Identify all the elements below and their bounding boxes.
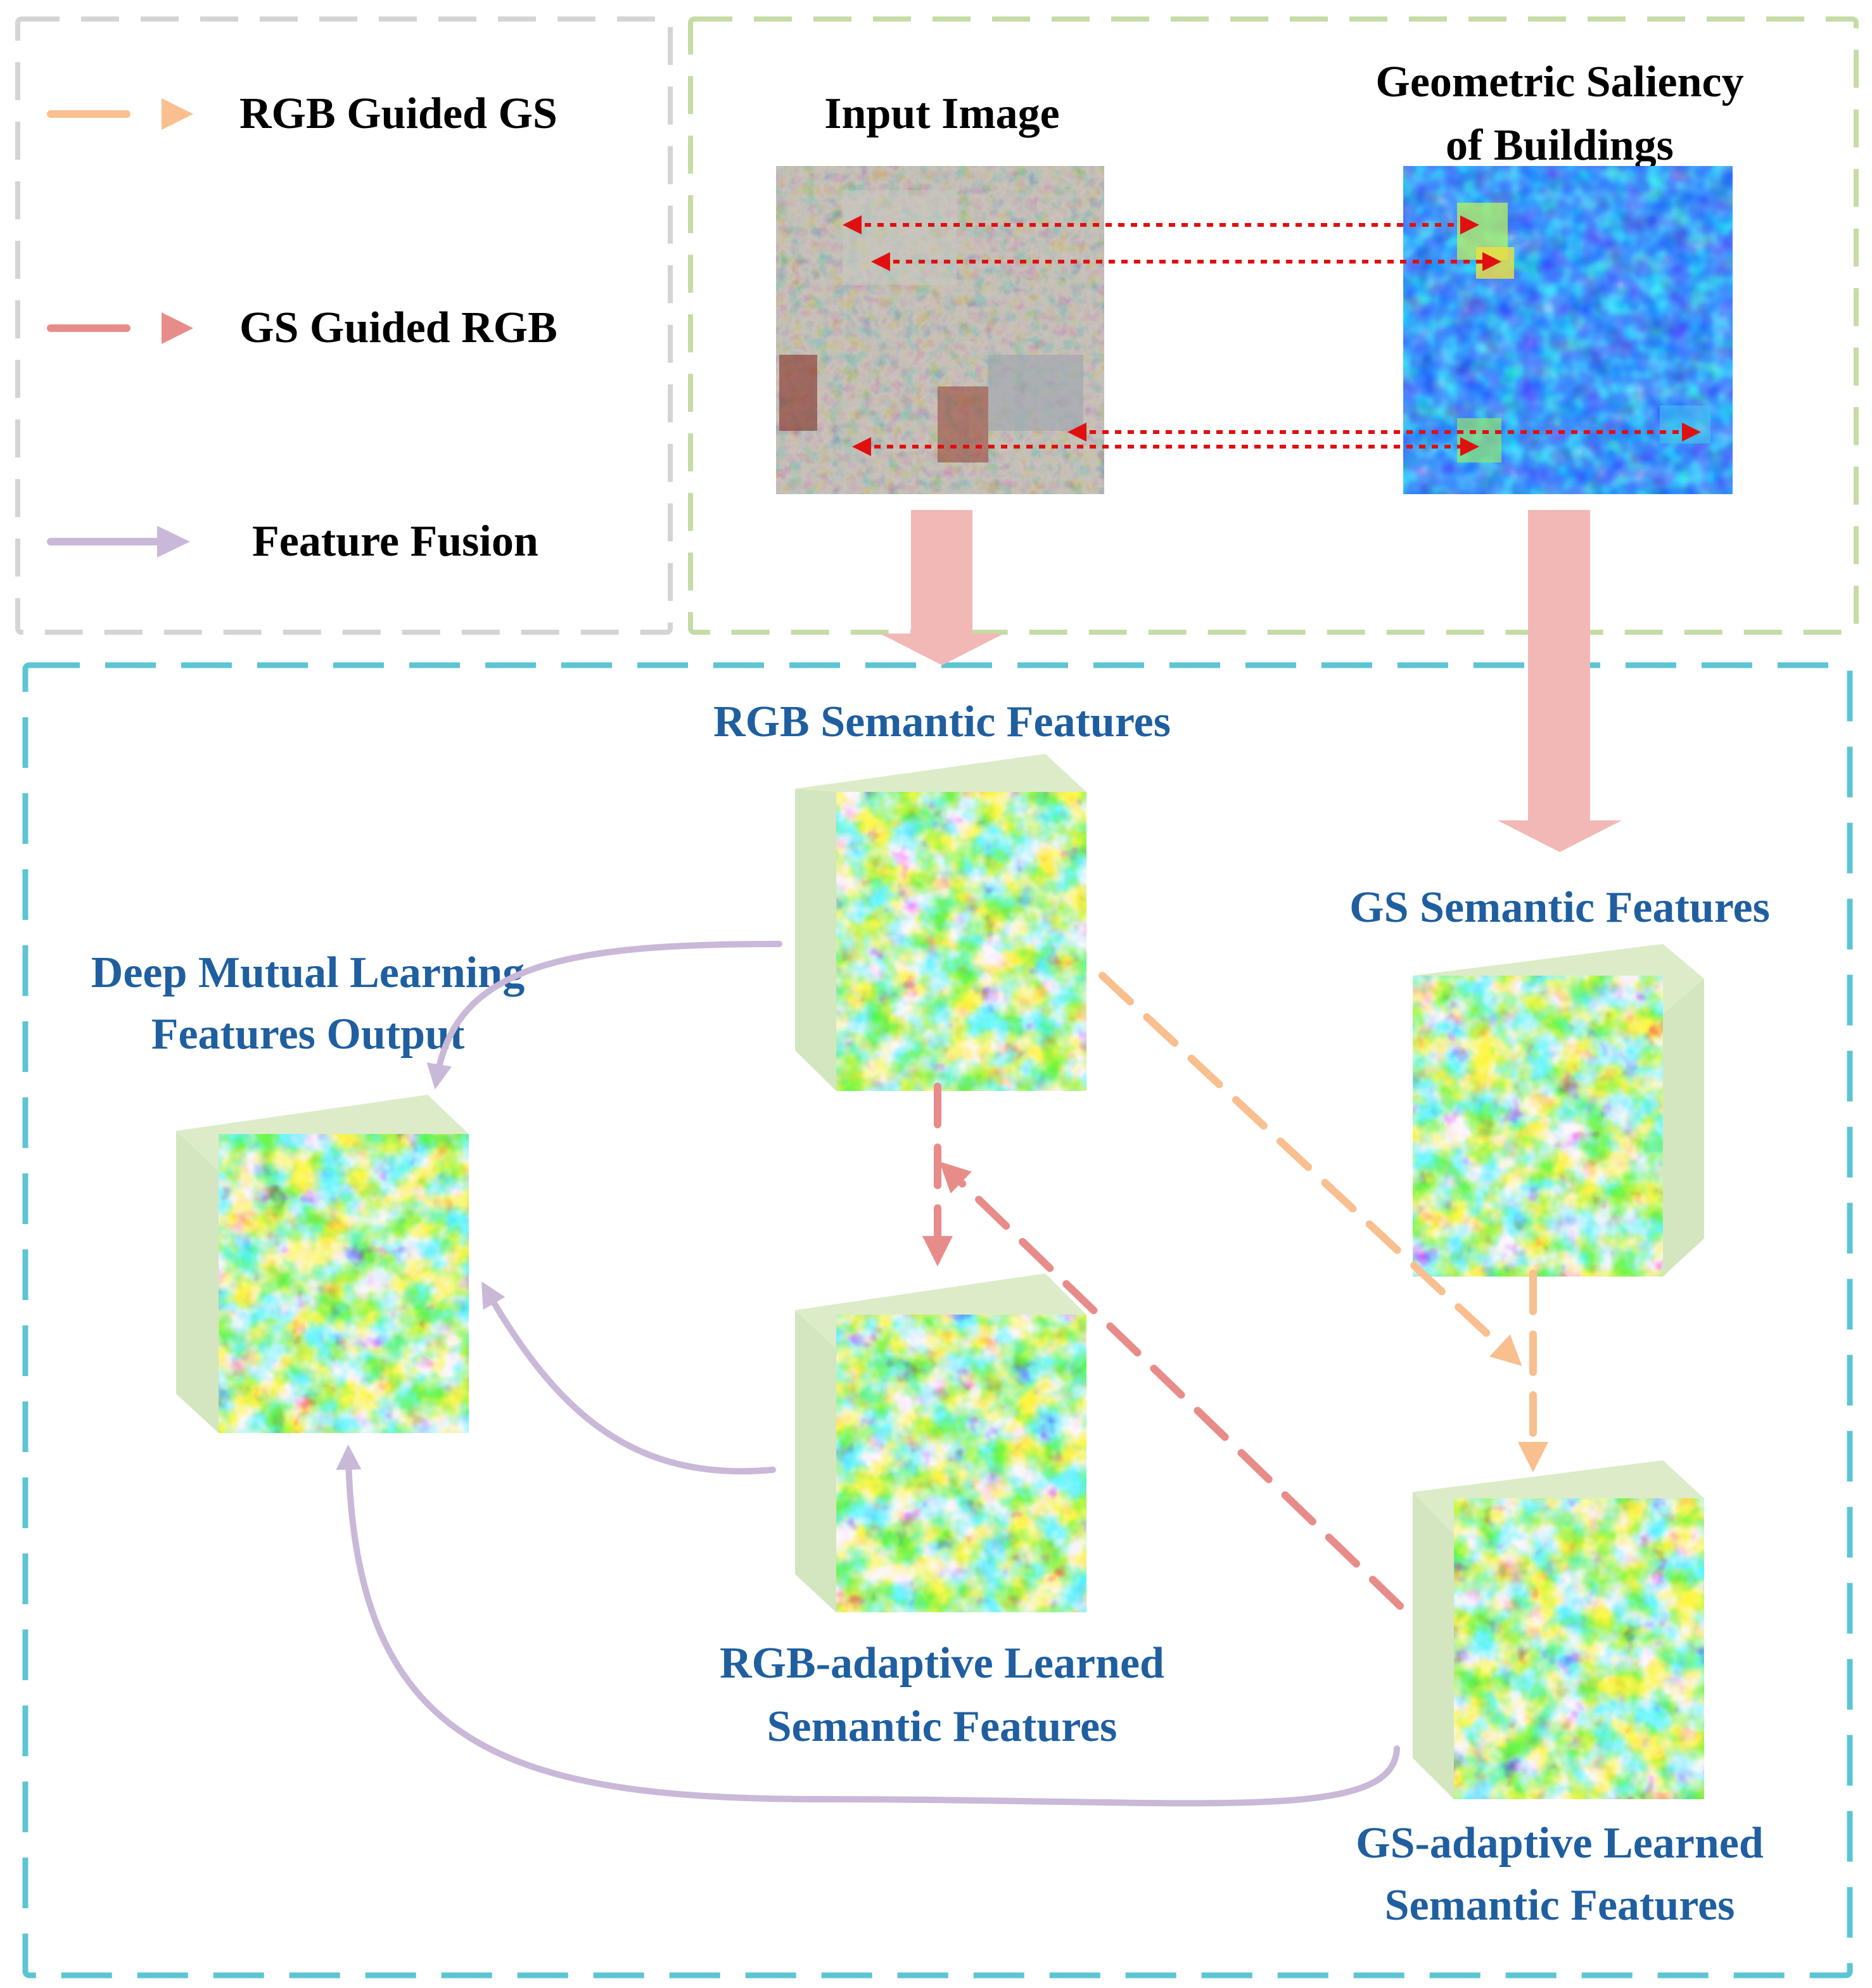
gs-semantic-cube	[1413, 944, 1704, 1277]
legend-gs-guided-rgb: GS Guided RGB	[47, 303, 557, 352]
input-box	[688, 16, 1859, 635]
saliency-image	[1403, 166, 1733, 494]
legend-gs-guided-rgb-label: GS Guided RGB	[239, 303, 557, 352]
legend-box	[15, 16, 673, 635]
feature-fusion-arrows	[336, 941, 1400, 1807]
gs-adaptive-label-line1: GS-adaptive Learned	[1356, 1819, 1764, 1868]
gs-guided-rgb-arrows	[922, 1083, 1404, 1610]
output-label-line1: Deep Mutual Learning	[91, 948, 525, 997]
rgb-adaptive-cube	[795, 1273, 1086, 1612]
input-to-rgb-arrow	[880, 510, 1004, 665]
input-image-title: Input Image	[824, 89, 1059, 138]
gs-semantic-label: GS Semantic Features	[1349, 883, 1770, 932]
legend-rgb-guided-gs: RGB Guided GS	[47, 89, 557, 138]
output-cube	[176, 1095, 469, 1433]
output-label-line2: Features Output	[151, 1010, 465, 1059]
legend-feature-fusion: Feature Fusion	[47, 517, 538, 566]
gs-adaptive-label-line2: Semantic Features	[1385, 1881, 1735, 1930]
rgb-guided-gs-arrows	[1098, 972, 1548, 1472]
rgb-adaptive-label-line2: Semantic Features	[767, 1702, 1117, 1751]
correspondence-arrows	[843, 215, 1701, 456]
rgb-semantic-label: RGB Semantic Features	[713, 698, 1171, 746]
legend-feature-fusion-label: Feature Fusion	[252, 517, 538, 566]
saliency-to-gs-arrow	[1498, 510, 1622, 852]
rgb-semantic-cube	[795, 754, 1086, 1091]
rgb-adaptive-label-line1: RGB-adaptive Learned	[720, 1639, 1164, 1688]
saliency-title-line2: of Buildings	[1446, 121, 1674, 170]
saliency-title-line1: Geometric Saliency	[1375, 58, 1743, 106]
legend-rgb-guided-gs-label: RGB Guided GS	[239, 89, 557, 138]
gs-adaptive-cube	[1413, 1460, 1704, 1799]
feature-box	[22, 662, 1853, 1978]
